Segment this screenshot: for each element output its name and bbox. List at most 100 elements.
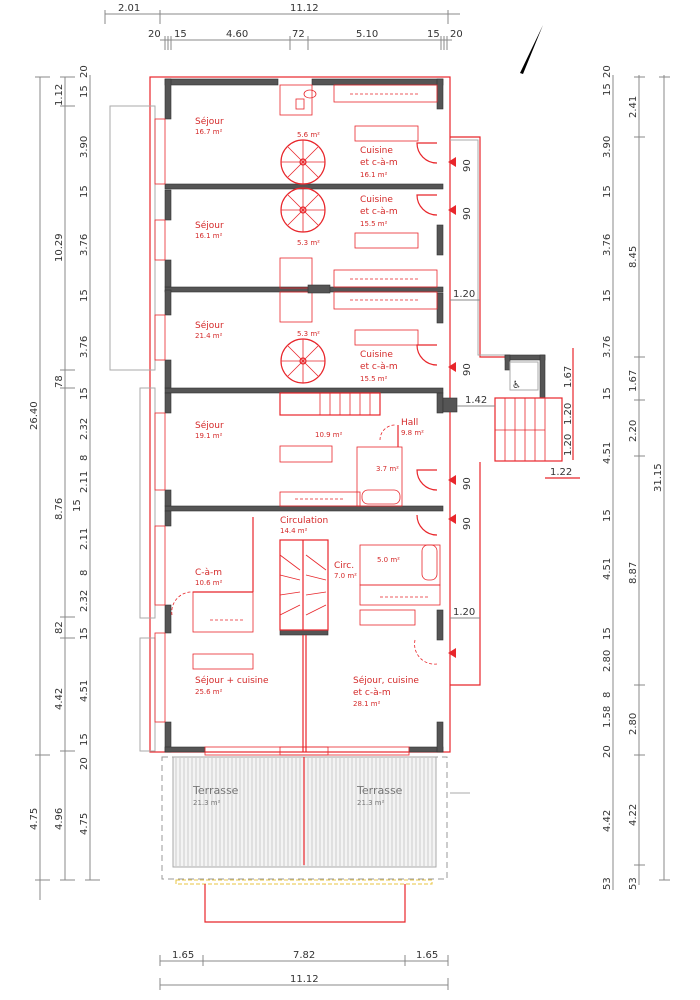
room-cuisine-2-line2: et c-à-m	[360, 207, 398, 217]
dim-door-90-5: 90	[462, 517, 473, 530]
dim-right-3-76-b: 3.76	[602, 336, 613, 358]
dim-bottom-7-82: 7.82	[293, 950, 315, 961]
room-stair-2-area: 5.3 m²	[297, 239, 320, 247]
dim-left-15-e: 15	[72, 499, 83, 512]
dim-right-53-a: 53	[602, 877, 613, 890]
terrace-left-area: 21.3 m²	[193, 799, 221, 807]
room-bath-3-7-area: 3.7 m²	[376, 465, 399, 473]
dim-top-20-left: 20	[148, 29, 161, 40]
dim-left-4-75-outer: 4.75	[29, 808, 40, 830]
room-hall-area: 9.8 m²	[401, 429, 424, 437]
elevator-wheelchair-icon: ♿	[512, 380, 521, 391]
entrance-arrow-icon	[448, 514, 456, 524]
room-circ-area: 7.0 m²	[334, 572, 357, 580]
room-10-9-area: 10.9 m²	[315, 431, 343, 439]
dim-right-1-58: 1.58	[602, 706, 613, 728]
dim-left-4-42: 4.42	[54, 688, 65, 710]
dim-bottom-11-12: 11.12	[290, 974, 319, 985]
room-cuisine-2-area: 15.5 m²	[360, 220, 388, 228]
room-sejour-cuisine: Séjour + cuisine	[195, 675, 269, 686]
dim-right-4-42: 4.42	[602, 810, 613, 832]
room-sejour-2: Séjour	[195, 220, 224, 231]
dim-left-4-51: 4.51	[79, 680, 90, 702]
dim-stair-1-20-a: 1.20	[563, 403, 574, 425]
entrance-arrow-icon	[448, 648, 456, 658]
dim-door-90-4: 90	[462, 477, 473, 490]
terrace-right-area: 21.3 m²	[357, 799, 385, 807]
dim-door-90-3: 90	[462, 363, 473, 376]
entrance-arrow-icon	[448, 362, 456, 372]
room-sejour-1-area: 16.7 m²	[195, 128, 223, 136]
building-outline	[109, 76, 451, 756]
dim-right-20: 20	[602, 65, 613, 78]
dim-right-2-41: 2.41	[628, 96, 639, 118]
dim-left-8-a: 8	[79, 455, 90, 461]
dim-corridor-1-20-top: 1.20	[453, 289, 475, 300]
dim-right-31-15: 31.15	[653, 463, 664, 492]
right-dimensions: 20 15 3.90 15 3.76 15 3.76 15 4.51 15 4.…	[602, 65, 670, 890]
dim-door-90-1: 90	[462, 159, 473, 172]
dim-right-4-51-b: 4.51	[602, 558, 613, 580]
dim-left-10-29: 10.29	[54, 233, 65, 262]
dim-left-20-bottom: 20	[79, 757, 90, 770]
dim-left-15-g: 15	[79, 733, 90, 746]
entrance-arrow-icon	[448, 475, 456, 485]
room-cuisine-3: Cuisine	[360, 350, 393, 360]
dim-right-15-f: 15	[602, 627, 613, 640]
north-arrow-icon	[520, 25, 543, 74]
dim-top-4-60: 4.60	[226, 29, 248, 40]
terraces	[161, 756, 470, 923]
dim-left-15-f: 15	[79, 627, 90, 640]
dim-right-15-c: 15	[602, 289, 613, 302]
dim-right-53-b: 53	[628, 877, 639, 890]
room-circulation-area: 14.4 m²	[280, 527, 308, 535]
dim-right-8-45: 8.45	[628, 246, 639, 268]
dim-left-4-96: 4.96	[54, 808, 65, 830]
room-sejour-2-area: 16.1 m²	[195, 232, 223, 240]
dim-right-15-a: 15	[602, 83, 613, 96]
room-cuisine-3-area: 15.5 m²	[360, 375, 388, 383]
dim-right-4-22: 4.22	[628, 804, 639, 826]
dim-left-15-d: 15	[79, 387, 90, 400]
dim-left-3-76-b: 3.76	[79, 336, 90, 358]
dim-right-3-90: 3.90	[602, 136, 613, 158]
dim-left-8-b: 8	[79, 570, 90, 576]
dim-top-15-left: 15	[174, 29, 187, 40]
dim-right-1-67: 1.67	[628, 370, 639, 392]
room-bath-5-0-area: 5.0 m²	[377, 556, 400, 564]
dim-left-3-76-a: 3.76	[79, 234, 90, 256]
dim-top-20-right: 20	[450, 29, 463, 40]
dim-right-8: 8	[602, 692, 613, 698]
dim-right-3-76-a: 3.76	[602, 234, 613, 256]
room-sejour-3: Séjour	[195, 320, 224, 331]
left-dimensions: 26.40 4.75 1.12 10.29 78 8.76 82 4.42 4.…	[29, 65, 100, 900]
dim-left-2-11-a: 2.11	[79, 471, 90, 493]
entrance-arrow-icon	[448, 157, 456, 167]
dim-top-2-01: 2.01	[118, 3, 140, 14]
dim-right-2-80-b: 2.80	[628, 713, 639, 735]
dim-right-2-20: 2.20	[628, 420, 639, 442]
dim-corridor-1-20-bottom: 1.20	[453, 607, 475, 618]
room-sejour-cuisine-cam: Séjour, cuisine	[353, 675, 419, 686]
room-sejour-cuisine-area: 25.6 m²	[195, 688, 223, 696]
dim-right-15-e: 15	[602, 509, 613, 522]
dim-right-4-51-a: 4.51	[602, 442, 613, 464]
room-sejour-4-area: 19.1 m²	[195, 432, 223, 440]
dim-left-15-c: 15	[79, 289, 90, 302]
dim-left-26-40: 26.40	[29, 401, 40, 430]
room-circulation: Circulation	[280, 516, 328, 526]
top-dimensions: 2.01 11.12 20 15 4.60 72 5.10 15 20	[104, 3, 463, 50]
entrance-markers: 90 90 90 90 90	[448, 157, 473, 658]
dim-right-8-87: 8.87	[628, 562, 639, 584]
dim-left-20-top: 20	[79, 65, 90, 78]
dim-bottom-1-65-right: 1.65	[416, 950, 438, 961]
room-labels: Séjour 16.7 m² 5.6 m² Cuisine et c-à-m 1…	[192, 116, 424, 807]
stair-annex: ♿ 1.42 1.67 1.20 1.20 1.22 1.20 1.20 90 …	[442, 136, 580, 686]
room-cuisine-1-area: 16.1 m²	[360, 171, 388, 179]
fixtures	[171, 84, 441, 670]
room-sejour-cuisine-cam-area: 28.1 m²	[353, 700, 381, 708]
dim-top-72: 72	[292, 29, 305, 40]
dim-left-2-32-b: 2.32	[79, 590, 90, 612]
dim-left-78: 78	[54, 375, 65, 388]
